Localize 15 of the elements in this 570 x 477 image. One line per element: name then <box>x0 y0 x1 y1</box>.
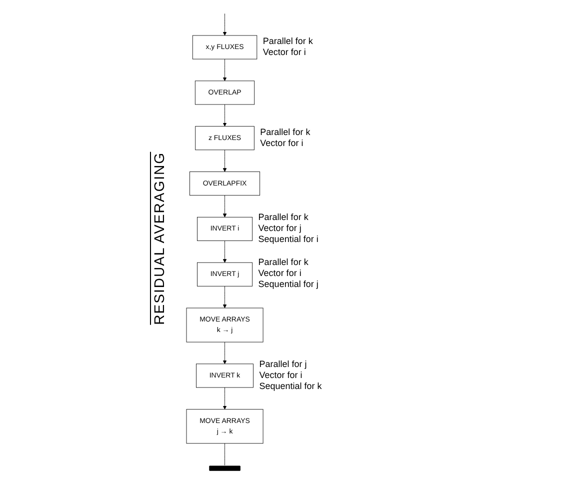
node-note: Vector for i <box>262 46 307 58</box>
node-note: Vector for i <box>259 370 304 381</box>
node-note: Vector for i <box>258 268 302 280</box>
node-note: Vector for j <box>258 222 302 234</box>
node-note: Parallel for k <box>260 126 310 138</box>
node-note: Parallel for j <box>259 358 308 370</box>
node-note: Parallel for k <box>258 212 310 223</box>
connector <box>224 442 225 465</box>
node-note: Sequential for j <box>258 279 318 290</box>
node-note: Sequential for i <box>258 234 318 245</box>
node-note: Sequential for k <box>259 380 322 392</box>
node-note: Parallel for k <box>258 257 310 268</box>
side-label: RESIDUAL AVERAGING <box>150 152 173 325</box>
node-note: Parallel for k <box>262 36 313 47</box>
node-note: Vector for i <box>260 138 304 149</box>
